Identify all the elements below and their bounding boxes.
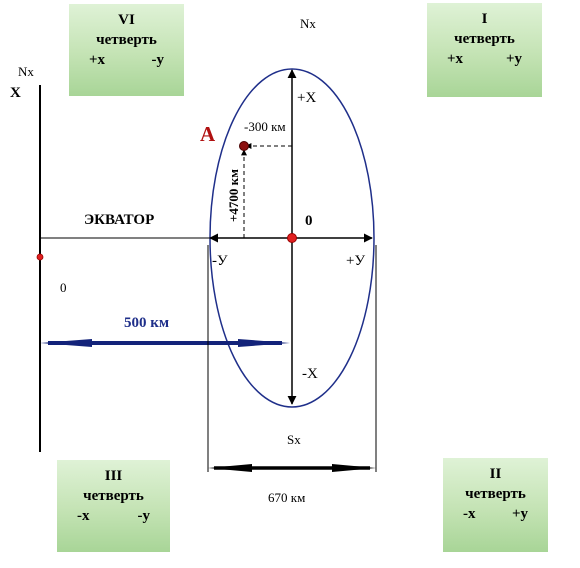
quadrant-word: четверть: [465, 486, 526, 502]
left-axis-marker: [36, 253, 44, 261]
quadrant-roman: III: [104, 468, 123, 484]
point-a-label: А: [200, 122, 216, 146]
width-arrow-670: [208, 464, 376, 472]
plus-y-label: +У: [346, 253, 365, 269]
quadrant-box-ii: II четверть -х +у: [443, 458, 548, 552]
quadrant-x-sign: -х: [77, 508, 90, 524]
quadrant-y-sign: +у: [505, 51, 522, 67]
nx-top-label: Nx: [300, 16, 316, 31]
offset-y-label: -300 км: [244, 119, 286, 134]
quadrant-roman: II: [489, 466, 502, 482]
distance-label: 500 км: [124, 315, 169, 331]
x-left-label: X: [10, 85, 21, 101]
width-label: 670 км: [268, 490, 305, 505]
sx-label: Sx: [287, 432, 301, 447]
quadrant-box-i: I четверть +х +у: [427, 3, 542, 97]
quadrant-y-sign: +у: [511, 506, 528, 522]
quadrant-roman: VI: [118, 12, 135, 28]
quadrant-word: четверть: [83, 488, 144, 504]
quadrant-roman: I: [481, 11, 488, 27]
distance-arrow-500: [40, 339, 290, 347]
point-a-marker: [239, 141, 249, 151]
nx-left-label: Nx: [18, 64, 34, 79]
offset-x-label: +4700 км: [226, 169, 241, 222]
plus-x-label: +Х: [297, 90, 316, 106]
minus-x-label: -Х: [302, 366, 318, 382]
quadrant-word: четверть: [454, 31, 515, 47]
quadrant-y-sign: -у: [137, 508, 151, 524]
minus-y-label: -У: [212, 253, 228, 269]
quadrant-x-sign: -х: [463, 506, 476, 522]
origin-label: 0: [305, 213, 313, 229]
quadrant-word: четверть: [96, 32, 157, 48]
quadrant-y-sign: -у: [151, 52, 165, 68]
equator-label: ЭКВАТОР: [84, 212, 154, 228]
left-zero-label: 0: [60, 280, 67, 295]
origin-marker: [287, 233, 297, 243]
quadrant-x-sign: +х: [89, 52, 106, 68]
quadrant-box-iii: III четверть -х -у: [57, 460, 170, 552]
quadrant-x-sign: +х: [447, 51, 464, 67]
quadrant-box-vi: VI четверть +х -у: [69, 4, 184, 96]
